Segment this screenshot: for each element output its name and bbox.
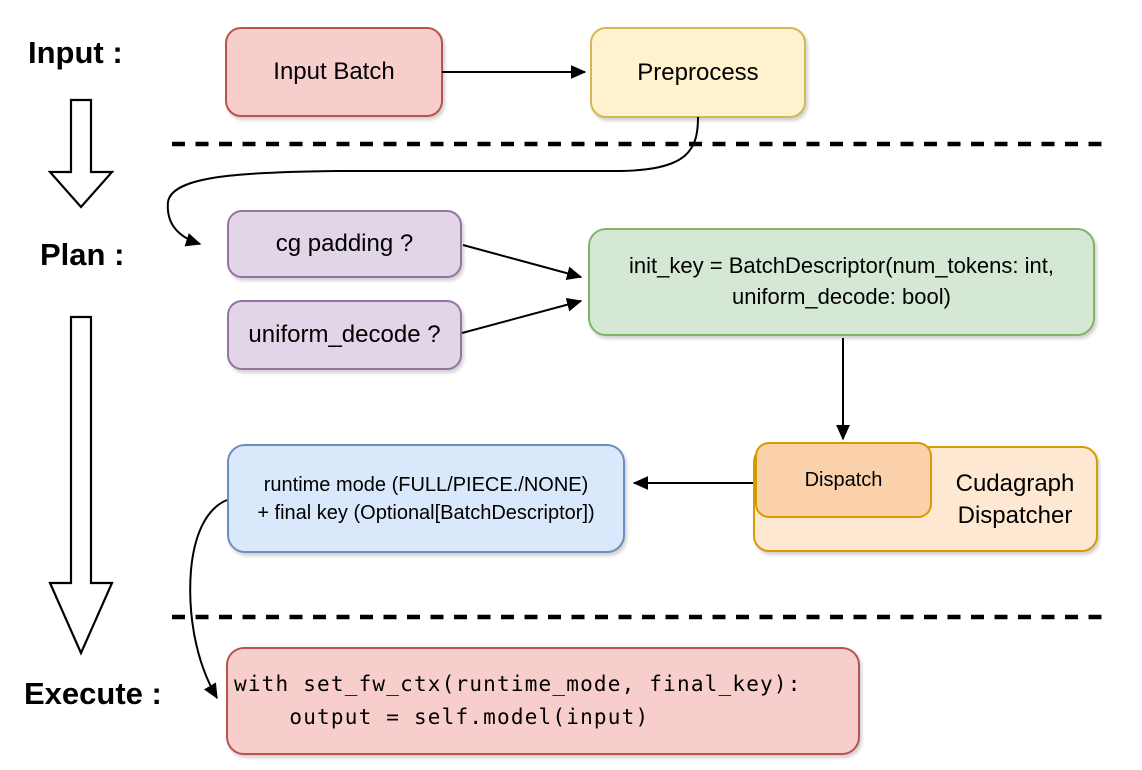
node-init-key-line1: init_key = BatchDescriptor(num_tokens: i…	[629, 253, 1054, 279]
node-runtime-mode-line2: + final key (Optional[BatchDescriptor])	[257, 501, 595, 524]
arrow-runtime-mode-to-execute-code	[189, 499, 228, 700]
section-label-input: Input :	[28, 35, 123, 70]
section-label-execute: Execute :	[24, 676, 162, 711]
node-cudagraph-dispatcher-label: Cudagraph Dispatcher	[955, 469, 1075, 529]
node-dispatch-label: Dispatch	[804, 469, 883, 491]
node-init-key: init_key = BatchDescriptor(num_tokens: i…	[588, 228, 1095, 336]
node-execute-code-line2: output = self.model(input)	[234, 705, 650, 729]
node-preprocess: Preprocess	[590, 27, 806, 118]
node-cg-padding-label: cg padding ?	[275, 230, 414, 258]
node-uniform-decode: uniform_decode ?	[227, 300, 462, 370]
node-preprocess-label: Preprocess	[637, 58, 759, 86]
input-flow-arrow-icon	[47, 98, 115, 209]
node-execute-code-line1: with set_fw_ctx(runtime_mode, final_key)…	[234, 672, 802, 697]
node-dispatch: Dispatch	[755, 442, 932, 518]
node-cg-padding: cg padding ?	[227, 210, 462, 278]
node-init-key-line2: uniform_decode: bool)	[732, 284, 951, 309]
section-label-plan: Plan :	[40, 237, 125, 272]
node-execute-code: with set_fw_ctx(runtime_mode, final_key)…	[226, 647, 860, 755]
node-input-batch: Input Batch	[225, 27, 443, 117]
plan-flow-arrow-icon	[48, 315, 114, 656]
node-runtime-mode: runtime mode (FULL/PIECE./NONE) + final …	[227, 444, 625, 553]
arrow-cg-padding-to-init-key	[462, 244, 583, 281]
node-runtime-mode-line1: runtime mode (FULL/PIECE./NONE)	[263, 473, 589, 496]
arrow-uniform-decode-to-init-key	[461, 297, 583, 334]
node-uniform-decode-label: uniform_decode ?	[248, 321, 441, 349]
node-input-batch-label: Input Batch	[273, 58, 395, 86]
